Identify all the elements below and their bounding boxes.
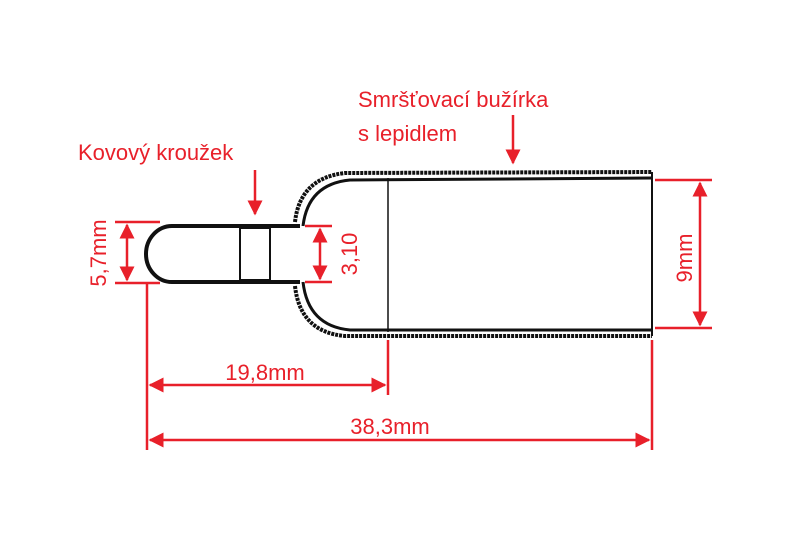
shrink-tube-outer — [293, 170, 653, 338]
body-diameter-label: 9mm — [672, 234, 697, 283]
connector-part — [144, 170, 653, 338]
tip-tube — [144, 224, 300, 284]
tip-length-label: 19,8mm — [225, 360, 304, 385]
shrink-label-line2: s lepidlem — [358, 121, 457, 146]
total-length-label: 38,3mm — [350, 414, 429, 439]
dimension-lines — [115, 115, 712, 450]
inner-diameter-label: 3,10 — [337, 233, 362, 276]
shrink-label-line1: Smršťovací bužírka — [358, 87, 549, 112]
tip-diameter-label: 5,7mm — [86, 219, 111, 286]
ring-label: Kovový kroužek — [78, 140, 234, 165]
body-inner — [301, 176, 653, 332]
metal-ring — [239, 227, 271, 281]
